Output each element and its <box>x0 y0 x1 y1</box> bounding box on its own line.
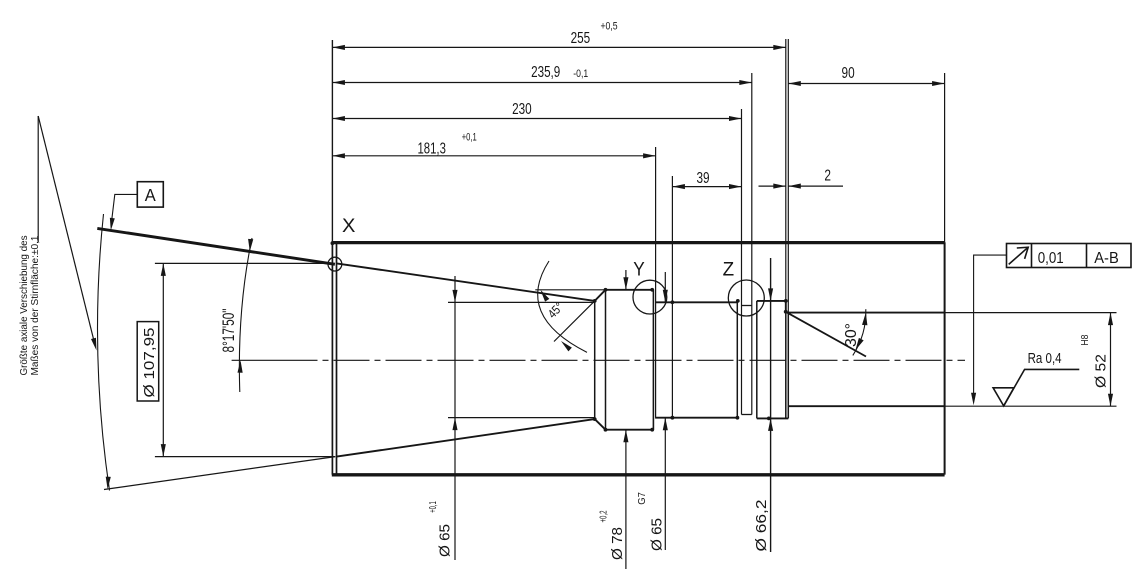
svg-text:+0,5: +0,5 <box>601 20 618 32</box>
svg-text:Ø 78: Ø 78 <box>609 527 626 560</box>
svg-text:-0,1: -0,1 <box>573 68 588 80</box>
svg-text:Ø 66,2: Ø 66,2 <box>753 500 770 552</box>
svg-text:H8: H8 <box>1079 334 1091 345</box>
svg-text:A: A <box>145 185 156 205</box>
svg-text:A-B: A-B <box>1094 250 1119 267</box>
svg-text:Y: Y <box>633 260 645 281</box>
svg-text:2: 2 <box>824 167 831 184</box>
svg-text:Ø 107,95: Ø 107,95 <box>141 328 158 398</box>
svg-text:Z: Z <box>723 260 735 281</box>
svg-text:+0,1: +0,1 <box>427 501 439 513</box>
svg-text:255: 255 <box>571 30 591 47</box>
svg-text:181,3: 181,3 <box>418 141 446 158</box>
svg-text:39: 39 <box>696 170 709 187</box>
svg-text:Ø 52: Ø 52 <box>1093 354 1110 388</box>
svg-text:Ra 0,4: Ra 0,4 <box>1028 351 1062 367</box>
svg-text:+0,2: +0,2 <box>598 510 610 522</box>
svg-text:+0,1: +0,1 <box>462 131 477 143</box>
svg-text:90: 90 <box>842 65 855 82</box>
svg-text:230: 230 <box>512 101 532 118</box>
svg-text:X: X <box>342 216 356 237</box>
svg-text:Ø 65: Ø 65 <box>648 518 665 551</box>
svg-text:Ø 65: Ø 65 <box>436 524 453 557</box>
svg-text:Maßes von der Stirnfläche:±0,1: Maßes von der Stirnfläche:±0,1 <box>30 235 41 375</box>
svg-text:235,9: 235,9 <box>531 64 560 81</box>
svg-text:30°: 30° <box>843 323 860 347</box>
svg-text:8°17'50": 8°17'50" <box>220 308 238 352</box>
svg-text:G7: G7 <box>636 492 648 505</box>
svg-text:Größte axiale Verschiebung des: Größte axiale Verschiebung des <box>19 236 30 376</box>
svg-text:0,01: 0,01 <box>1038 250 1064 267</box>
